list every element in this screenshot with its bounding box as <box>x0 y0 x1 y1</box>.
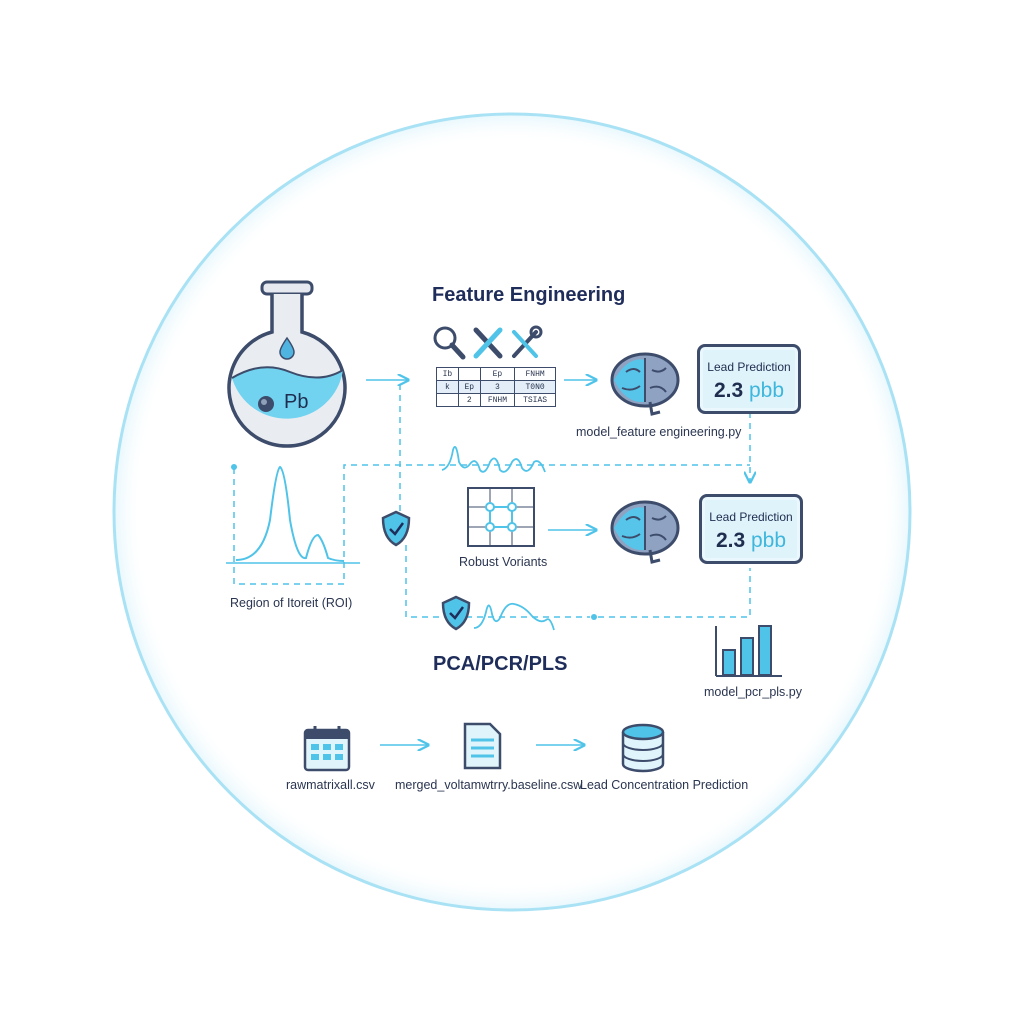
feature-table: Ib Ep FNHM k Ep 3 T0N0 2 FNHM TSIAS <box>436 367 556 407</box>
document-icon <box>463 722 502 770</box>
spectrum-wave-top <box>441 446 546 473</box>
search-icon <box>433 326 466 360</box>
shield-check-icon <box>441 595 471 631</box>
prediction-title: Lead Prediction <box>707 360 791 374</box>
roi-label: Region of Itoreit (ROI) <box>230 596 353 610</box>
pca-title: PCA/PCR/PLS <box>433 653 568 675</box>
table-cell: k <box>436 380 459 394</box>
table-cell: FNHM <box>514 367 556 381</box>
network-grid-icon <box>467 487 535 547</box>
table-cell: 3 <box>479 380 516 394</box>
roi-dot-top <box>231 464 237 470</box>
table-row: Ib Ep FNHM <box>436 367 556 381</box>
connector-dot <box>591 614 597 620</box>
robust-variants-label: Robust Voriants <box>459 555 548 569</box>
shield-check-icon <box>381 510 411 547</box>
calendar-icon <box>303 726 351 772</box>
result-label: Lead Concentration Prediction <box>580 778 749 792</box>
table-cell: TSIAS <box>514 393 556 407</box>
database-icon <box>621 723 665 773</box>
pca-script-label: model_pcr_pls.py <box>704 685 802 699</box>
table-cell: Ep <box>457 380 481 394</box>
raw-file-label: rawmatrixall.csv <box>286 778 375 792</box>
bar-chart-icon <box>715 625 782 677</box>
table-cell: Ib <box>436 367 459 381</box>
table-row: k Ep 3 T0N0 <box>436 380 556 394</box>
table-cell <box>436 393 459 407</box>
wrench-icon <box>512 325 543 358</box>
table-cell: 2 <box>457 393 481 407</box>
lead-prediction-box-1: Lead Prediction 2.3 pbb <box>697 344 801 414</box>
prediction-value: 2.3 pbb <box>713 379 785 402</box>
prediction-value: 2.3 pbb <box>715 529 787 552</box>
table-cell <box>457 367 481 381</box>
flask-element-label: Pb <box>284 391 309 413</box>
dashed-connectors <box>233 384 750 618</box>
feature-script-label: model_feature engineering.py <box>576 425 742 439</box>
tools-icon <box>473 327 503 359</box>
table-row: 2 FNHM TSIAS <box>436 393 556 407</box>
table-cell: Ep <box>479 367 516 381</box>
spectrum-wave-bottom <box>473 602 555 631</box>
merged-file-label: merged_voltamwtrry.baseline.csw <box>395 778 583 792</box>
brain-icon <box>610 352 680 416</box>
table-cell: FNHM <box>479 393 516 407</box>
lead-prediction-box-2: Lead Prediction 2.3 pbb <box>699 494 803 564</box>
feature-engineering-title: Feature Engineering <box>432 284 626 306</box>
table-cell: T0N0 <box>514 380 556 394</box>
prediction-title: Lead Prediction <box>709 510 793 524</box>
roi-peak-plot <box>226 465 360 564</box>
brain-icon <box>610 500 680 564</box>
flask-icon <box>227 280 347 448</box>
